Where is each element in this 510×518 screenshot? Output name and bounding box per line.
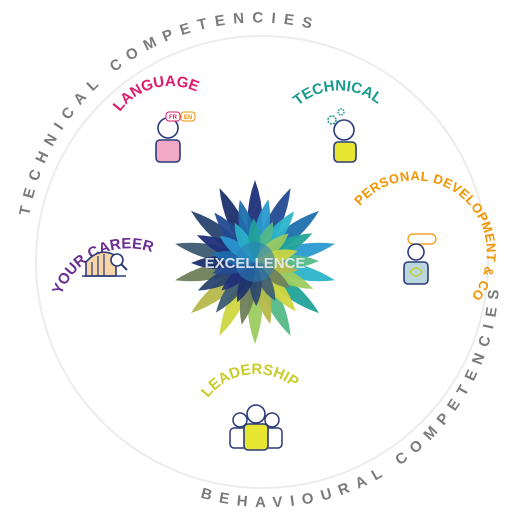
technical-icon [327, 108, 357, 163]
gear-icon [327, 115, 337, 125]
technical-label: TECHNICAL [290, 77, 386, 109]
personal-development-icon [403, 233, 437, 285]
career-building-icon [82, 251, 128, 277]
language-icon: FR EN [155, 111, 196, 163]
excellence-flower [175, 180, 335, 344]
topic-leadership[interactable]: LEADERSHIP [198, 361, 302, 451]
svg-text:FR: FR [169, 115, 178, 121]
language-label: LANGUAGE [110, 73, 202, 115]
team-icon [229, 404, 283, 451]
flower-center [235, 242, 275, 282]
svg-text:EN: EN [184, 115, 192, 121]
topic-language[interactable]: LANGUAGE FR EN [110, 73, 202, 163]
leadership-label: LEADERSHIP [198, 361, 302, 401]
magnifier-icon [110, 253, 124, 267]
outer-ring [35, 35, 489, 489]
topic-technical[interactable]: TECHNICAL [290, 77, 386, 163]
gear-icon [337, 108, 345, 116]
excellence-label: EXCELLENCE [205, 255, 306, 272]
